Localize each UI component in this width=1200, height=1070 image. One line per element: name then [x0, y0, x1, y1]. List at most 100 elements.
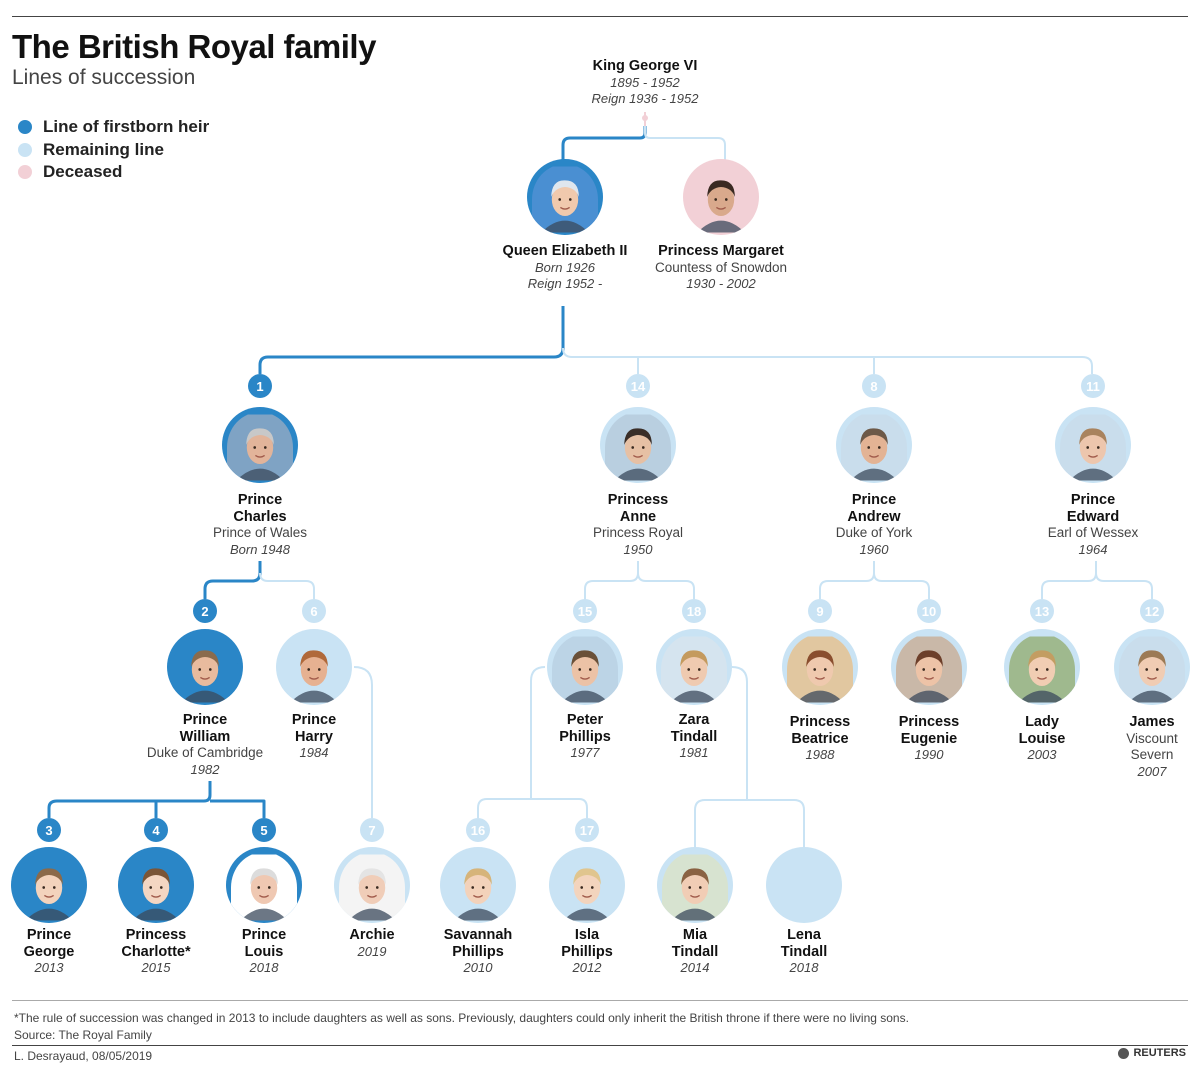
person-dates: Born 1948 [230, 541, 290, 557]
succession-rank-badge: 14 [626, 374, 650, 398]
person-name: Tindall [670, 728, 718, 745]
succession-rank-badge: 15 [573, 599, 597, 623]
person-name: Archie [349, 927, 395, 943]
succession-rank-badge: 10 [917, 599, 941, 623]
portrait-louise [1004, 629, 1080, 705]
portrait-photo [1060, 412, 1126, 483]
footer-divider [12, 1000, 1188, 1001]
portrait-lena [766, 847, 842, 923]
succession-rank-badge: 18 [682, 599, 706, 623]
legend-item-deceased: Deceased [18, 162, 122, 182]
connector-line [531, 798, 588, 818]
portrait-beatrice [782, 629, 858, 705]
portrait-andrew [836, 407, 912, 483]
person-name: Tindall [671, 943, 719, 960]
person-name: Princess [789, 714, 851, 730]
connector-line [644, 126, 726, 160]
person-dates: 1984 [299, 745, 329, 760]
succession-rank-badge: 13 [1030, 599, 1054, 623]
person-dates: 1981 [679, 745, 709, 760]
connector-line [694, 666, 748, 848]
person-name: Queen Elizabeth II [502, 243, 628, 259]
portrait-photo [532, 164, 598, 235]
portrait-photo [16, 852, 82, 923]
connector-line [210, 799, 266, 818]
portrait-photo [445, 852, 511, 923]
portrait-isla [549, 847, 625, 923]
portrait-photo [227, 412, 293, 483]
connector-line [1095, 572, 1153, 599]
reuters-dot-icon [1118, 1047, 1130, 1059]
portrait-peter [547, 629, 623, 705]
person-name: Savannah [443, 927, 513, 943]
portrait-photo [123, 852, 189, 923]
portrait-william [167, 629, 243, 705]
portrait-photo [688, 164, 754, 235]
connector-line [819, 561, 875, 599]
person-name: Peter [566, 712, 604, 728]
portrait-photo [554, 852, 620, 923]
person-name: Prince [851, 492, 897, 508]
succession-rank-badge: 17 [575, 818, 599, 842]
person-dates: 2018 [249, 960, 279, 975]
person-dates: 1950 [623, 541, 653, 557]
person-name: Princess [607, 492, 669, 508]
legend-label: Line of firstborn heir [43, 117, 210, 136]
person-dates: 1964 [1078, 541, 1108, 557]
person-name: Phillips [561, 943, 613, 960]
person-name: Prince [1070, 492, 1116, 508]
portrait-photo [896, 634, 962, 705]
person-dates: 2013 [34, 960, 64, 975]
portrait-anne [600, 407, 676, 483]
person-dates: Reign 1936 - 1952 [591, 91, 699, 106]
person-name: Prince [237, 492, 283, 508]
connector-line [353, 666, 373, 818]
portrait-zara [656, 629, 732, 705]
page-title: The British Royal family [12, 28, 376, 65]
succession-rank-badge: 8 [862, 374, 886, 398]
bottom-rule [12, 1045, 1188, 1046]
author-credit: L. Desrayaud, 08/05/2019 [14, 1049, 153, 1063]
person-name: Princess Margaret [658, 243, 784, 259]
succession-rank-badge: 16 [466, 818, 490, 842]
person-name: Harry [295, 728, 333, 745]
portrait-photo [605, 412, 671, 483]
person-dates: 1982 [190, 761, 220, 777]
portrait-photo [172, 634, 238, 705]
connector-line [477, 666, 546, 818]
reuters-logo: REUTERS [1118, 1047, 1186, 1059]
person-dates: 2014 [680, 960, 710, 975]
portrait-photo [841, 412, 907, 483]
person-name: Princess [898, 714, 960, 730]
portrait-photo [231, 852, 297, 923]
legend-swatch [18, 120, 32, 134]
reuters-wordmark: REUTERS [1133, 1047, 1186, 1059]
portrait-savannah [440, 847, 516, 923]
person-name: Edward [1066, 508, 1120, 525]
succession-rank-badge: 9 [808, 599, 832, 623]
person-name: Princess [125, 927, 187, 943]
person-name: Lena [787, 927, 821, 943]
person-name: Eugenie [900, 730, 958, 747]
connector-line [561, 126, 647, 160]
person-title: Prince of Wales [212, 525, 308, 540]
person-dates: 2003 [1027, 747, 1057, 762]
person-dates: Reign 1952 - [527, 276, 603, 291]
connector-line [258, 306, 565, 374]
succession-rank-badge: 3 [37, 818, 61, 842]
person-dates: 2010 [463, 960, 493, 975]
